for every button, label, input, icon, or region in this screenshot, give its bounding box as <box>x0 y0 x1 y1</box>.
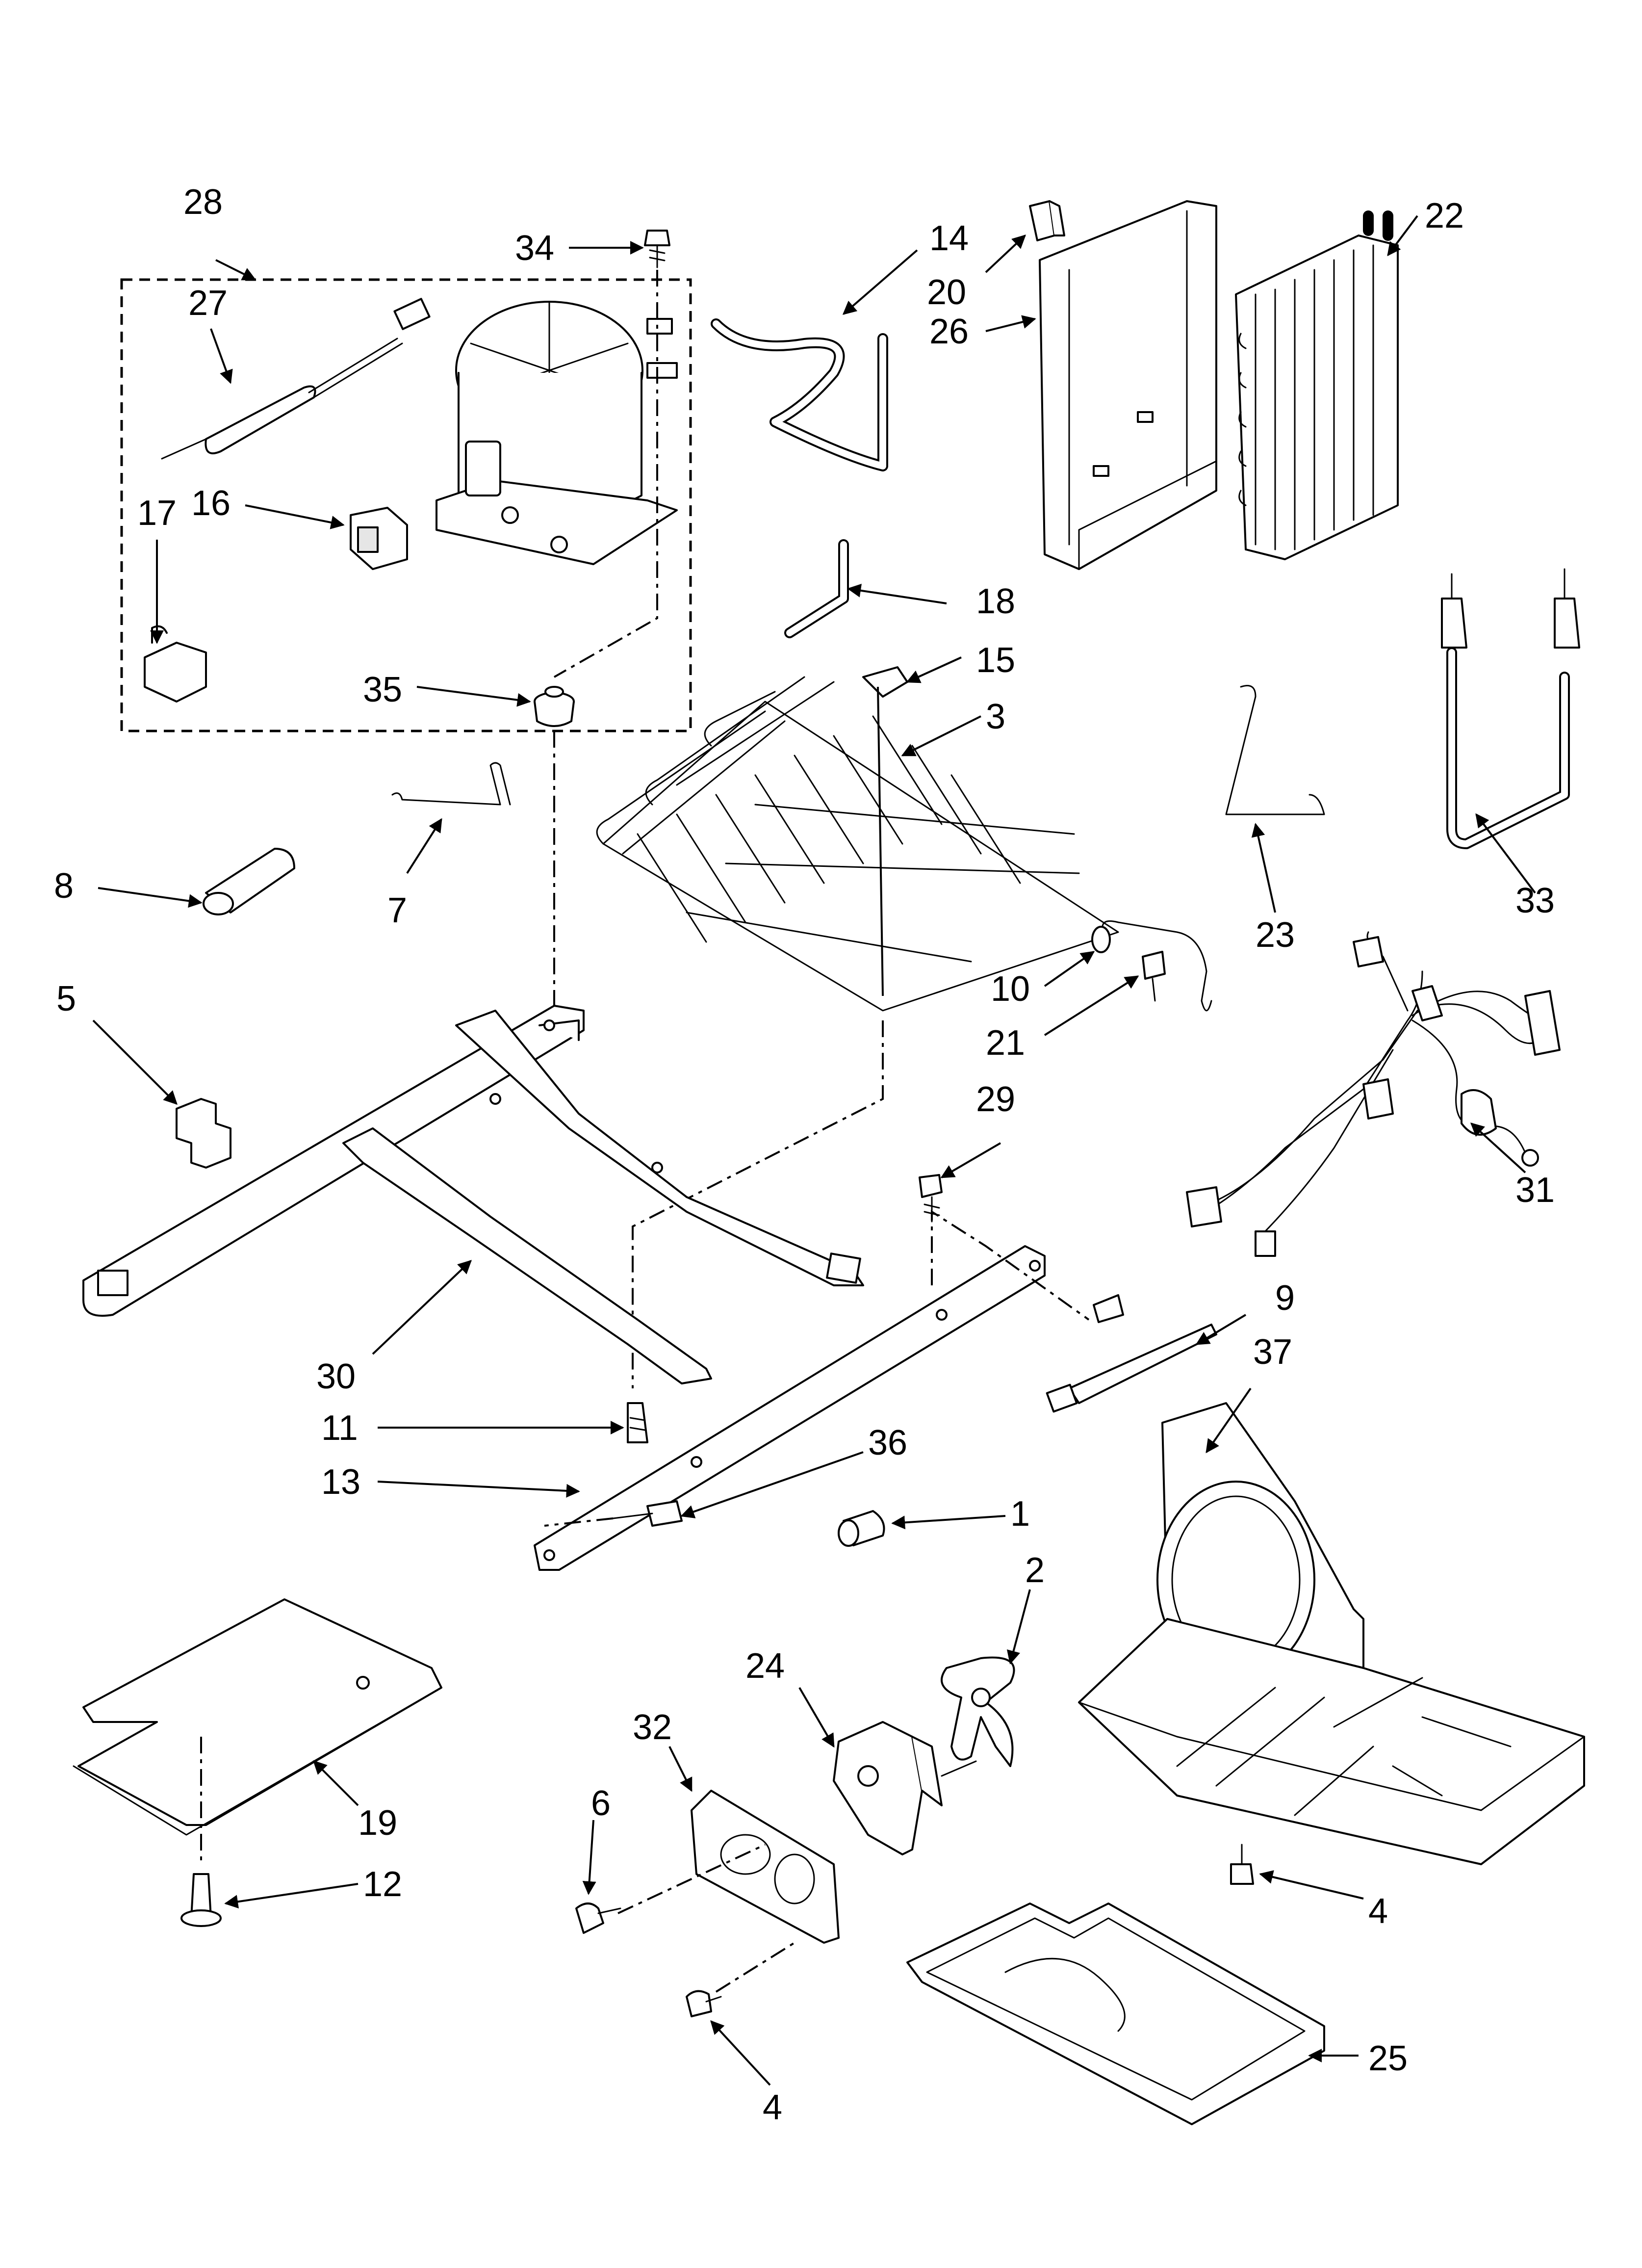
callout-labels: 28 34 14 20 22 27 26 17 16 18 15 35 3 8 … <box>54 182 1555 2127</box>
leader-lines <box>92 215 1536 2086</box>
heater-mount-line <box>632 1020 884 1388</box>
grommet <box>534 686 575 727</box>
screw-34 <box>644 230 670 268</box>
callout-25: 25 <box>1368 2039 1408 2078</box>
callout-10: 10 <box>991 969 1030 1009</box>
screw-36 <box>612 1500 683 1527</box>
callout-27: 27 <box>188 284 228 323</box>
callout-34: 34 <box>515 229 554 268</box>
callout-6: 6 <box>591 1784 611 1823</box>
callout-11: 11 <box>321 1408 358 1448</box>
cover-19 <box>73 1598 442 1836</box>
rail-mount-line <box>931 1210 1090 1321</box>
callout-3: 3 <box>986 697 1005 736</box>
callout-7: 7 <box>387 891 407 930</box>
tie-wrap <box>1046 1324 1217 1413</box>
callout-4-right: 4 <box>1368 1892 1388 1931</box>
callout-20: 20 <box>927 273 966 312</box>
wire-hook-23 <box>1225 685 1325 815</box>
condenser-coil <box>1235 210 1399 560</box>
callout-37: 37 <box>1253 1332 1292 1372</box>
bracket-mount-line <box>617 1844 795 1993</box>
screw-36-line <box>544 1517 614 1527</box>
start-relay <box>350 507 408 570</box>
callout-12: 12 <box>363 1865 402 1904</box>
callout-24: 24 <box>745 1646 785 1686</box>
tube-14 <box>711 318 888 471</box>
wire-clip-7 <box>391 762 511 806</box>
callout-5: 5 <box>56 979 76 1018</box>
callout-2: 2 <box>1025 1551 1045 1590</box>
callout-32: 32 <box>633 1708 672 1747</box>
callout-15: 15 <box>976 641 1015 680</box>
tube-18 <box>784 539 849 638</box>
callout-1: 1 <box>1010 1494 1030 1534</box>
callout-8: 8 <box>54 866 74 906</box>
filter-drier <box>161 298 431 460</box>
callout-16: 16 <box>191 484 231 523</box>
screw-rail <box>1093 1294 1124 1323</box>
mount-line-34 <box>554 270 658 678</box>
overload <box>144 625 207 703</box>
compressor-kit-box <box>120 278 692 732</box>
callout-17: 17 <box>137 494 177 533</box>
callout-13: 13 <box>321 1462 360 1502</box>
drain-pan <box>906 1903 1325 2125</box>
callout-30: 30 <box>316 1357 356 1396</box>
evaporator-heater <box>596 676 1119 1012</box>
clip-5 <box>176 1098 231 1169</box>
compressor <box>436 301 678 565</box>
wire-harness <box>1186 931 1561 1257</box>
tube-10 <box>1091 920 1212 1012</box>
callout-31: 31 <box>1515 1171 1555 1210</box>
callout-23: 23 <box>1256 915 1295 955</box>
screw-4-bottom <box>686 1990 722 2017</box>
callout-4-bottom: 4 <box>763 2088 782 2127</box>
fan-shroud-base <box>1078 1402 1585 1865</box>
callout-33: 33 <box>1515 881 1555 920</box>
fan-motor <box>833 1721 977 1855</box>
clip-20 <box>1029 200 1065 241</box>
callout-19: 19 <box>358 1803 397 1843</box>
condenser-shroud <box>1039 200 1217 570</box>
tube-33 <box>1441 568 1580 849</box>
callout-35: 35 <box>363 670 402 709</box>
callout-14: 14 <box>929 219 969 258</box>
callout-26: 26 <box>929 312 969 351</box>
callout-21: 21 <box>986 1023 1025 1063</box>
callout-36: 36 <box>868 1423 907 1462</box>
callout-28: 28 <box>183 182 223 222</box>
fan-bracket <box>691 1790 840 1944</box>
screw-6 <box>575 1903 621 1934</box>
frame-rails <box>82 1005 864 1384</box>
callout-9: 9 <box>1275 1278 1295 1318</box>
stud-12 <box>180 1873 222 1927</box>
screw-4-right <box>1230 1844 1254 1885</box>
callout-18: 18 <box>976 582 1015 621</box>
fan-blade <box>941 1656 1015 1767</box>
bushing-1 <box>838 1510 885 1547</box>
callout-22: 22 <box>1425 196 1464 235</box>
screw-21 <box>1142 951 1166 1002</box>
screw-11 <box>627 1402 648 1443</box>
plug-8 <box>203 848 295 915</box>
rail-13 <box>534 1245 1046 1571</box>
clip-15 <box>862 666 908 698</box>
screw-29 <box>919 1174 943 1223</box>
callout-29: 29 <box>976 1080 1015 1119</box>
